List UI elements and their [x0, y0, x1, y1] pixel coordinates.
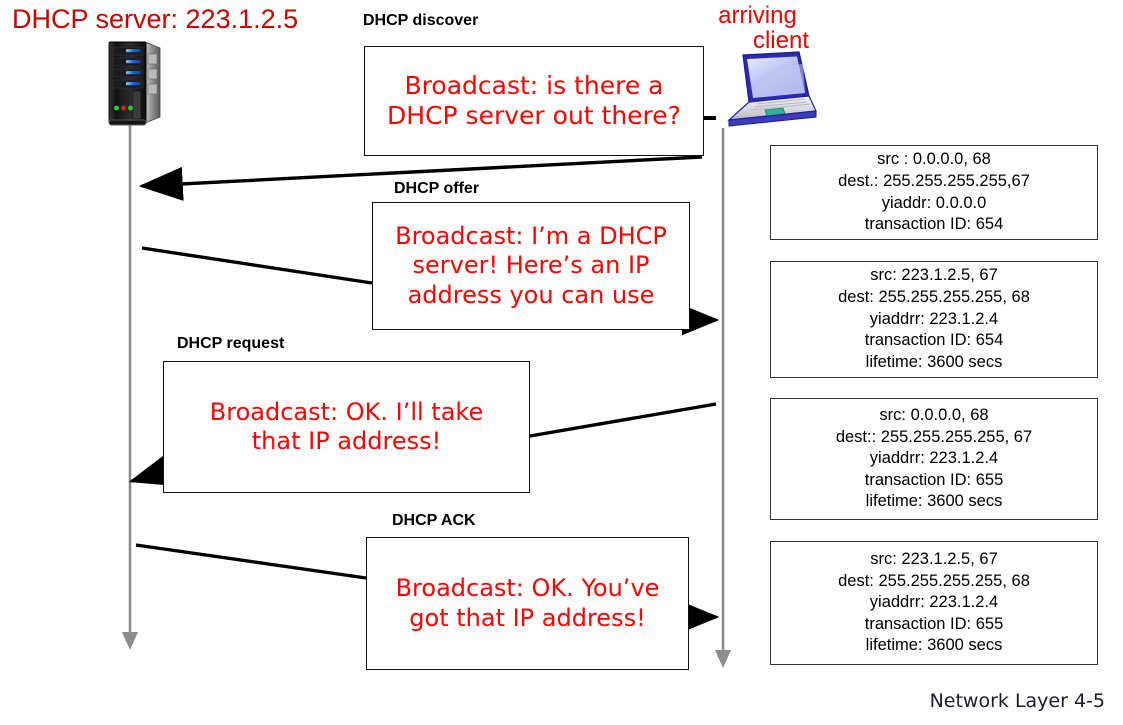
client-timeline-arrow	[715, 128, 731, 668]
packet-text-request: src: 0.0.0.0, 68 dest:: 255.255.255.255,…	[835, 405, 1033, 511]
packet-box-discover: src : 0.0.0.0, 68 dest.: 255.255.255.255…	[770, 145, 1098, 240]
packet-box-ack: src: 223.1.2.5, 67 dest: 255.255.255.255…	[770, 541, 1098, 665]
page-title-client: arriving client	[700, 2, 815, 54]
message-text-dhcp-request: Broadcast: OK. I’ll take that IP address…	[209, 397, 484, 455]
message-box-dhcp-offer: Broadcast: I’m a DHCP server! Here’s an …	[372, 202, 690, 330]
message-box-dhcp-discover: Broadcast: is there a DHCP server out th…	[364, 46, 704, 156]
message-text-dhcp-ack: Broadcast: OK. You’ve got that IP addres…	[395, 574, 660, 632]
label-dhcp-ack: DHCP ACK	[392, 512, 476, 529]
label-dhcp-discover: DHCP discover	[363, 12, 479, 29]
packet-box-request: src: 0.0.0.0, 68 dest:: 255.255.255.255,…	[770, 398, 1098, 520]
page-title-server: DHCP server: 223.1.2.5	[12, 4, 299, 34]
message-box-dhcp-request: Broadcast: OK. I’ll take that IP address…	[163, 361, 530, 493]
message-text-dhcp-discover: Broadcast: is there a DHCP server out th…	[387, 70, 681, 131]
server-tower-icon	[108, 41, 161, 126]
packet-text-ack: src: 223.1.2.5, 67 dest: 255.255.255.255…	[838, 549, 1030, 655]
packet-text-offer: src: 223.1.2.5, 67 dest: 255.255.255.255…	[838, 266, 1030, 371]
arrow-dhcp-ack-out	[135, 543, 367, 580]
message-text-dhcp-offer: Broadcast: I’m a DHCP server! Here’s an …	[395, 222, 667, 309]
server-timeline-arrow	[122, 120, 138, 650]
arrow-dhcp-offer-out	[141, 246, 373, 285]
client-label-line1: arriving	[718, 2, 797, 29]
packet-text-discover: src : 0.0.0.0, 68 dest.: 255.255.255.255…	[838, 150, 1030, 234]
packet-box-offer: src: 223.1.2.5, 67 dest: 255.255.255.255…	[770, 261, 1098, 378]
arrow-dhcp-request-out	[529, 402, 717, 438]
client-label-line2: client	[752, 26, 809, 54]
message-box-dhcp-ack: Broadcast: OK. You’ve got that IP addres…	[366, 537, 689, 670]
label-dhcp-request: DHCP request	[177, 335, 285, 352]
label-dhcp-offer: DHCP offer	[394, 180, 480, 197]
slide-footer: Network Layer 4-5	[929, 690, 1105, 712]
laptop-icon	[727, 51, 817, 127]
arrow-dhcp-request-in	[128, 453, 176, 486]
